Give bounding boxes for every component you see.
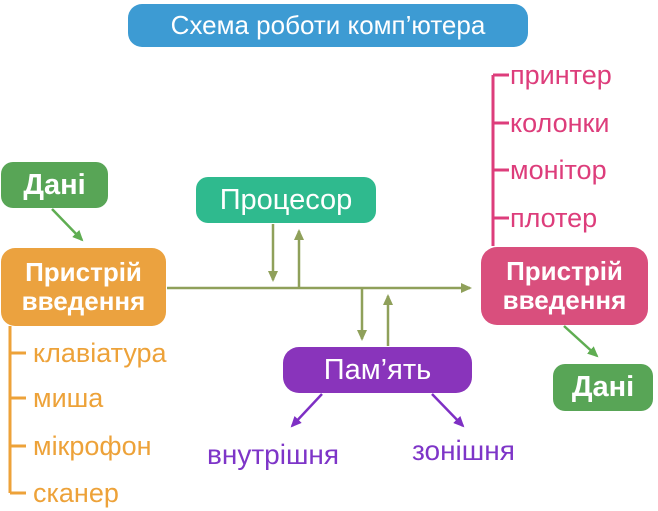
diagram-title: Схема роботи комп’ютера [128,4,528,47]
input-item-mouse: миша [33,383,104,413]
output-item-speakers: колонки [510,108,610,138]
input-item-scanner: сканер [33,478,119,508]
input-device-label-line2: введення [21,286,146,316]
output-devices-bracket [491,73,509,246]
node-processor: Процесор [196,177,376,223]
node-memory: Пам’ять [283,347,472,393]
output-item-plotter: плотер [510,203,598,233]
output-device-to-data-arrow [563,325,599,358]
data-to-input-device-arrow [51,208,84,242]
node-output-device: Пристрій введення [481,247,648,325]
memory-to-external-arrow [431,393,465,428]
node-data-out: Дані [553,364,653,411]
input-device-label-line1: Пристрій [25,256,142,287]
output-device-label-line1: Пристрій [506,255,623,286]
output-item-printer: принтер [510,60,612,90]
memory-to-internal-arrow [290,393,323,428]
memory-type-external: зонішня [412,435,515,466]
input-devices-bracket [8,326,26,495]
memory-type-internal: внутрішня [207,439,340,470]
output-device-label-line2: введення [502,285,627,315]
input-item-keyboard: клавіатура [33,338,167,368]
node-data-in: Дані [1,162,108,208]
bus-lines [167,224,472,346]
input-item-microphone: мікрофон [33,431,152,461]
node-input-device: Пристрій введення [1,248,166,326]
output-item-monitor: монітор [510,155,607,185]
